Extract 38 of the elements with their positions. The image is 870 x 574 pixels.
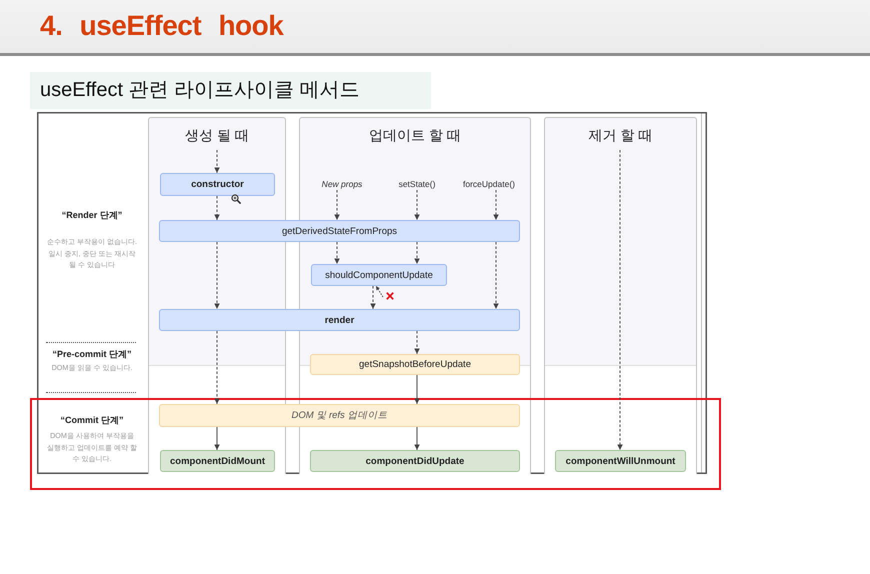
process-box: getDerivedStateFromProps: [159, 220, 520, 242]
event-label: New props: [322, 179, 362, 190]
dashed-arrow: [214, 150, 220, 174]
process-box: constructor: [160, 173, 275, 196]
process-box: render: [159, 309, 520, 331]
dashed-arrow: [376, 286, 384, 298]
process-box: componentWillUnmount: [555, 450, 686, 472]
subtitle-banner: useEffect 관련 라이프사이클 메서드: [30, 72, 431, 109]
event-label: setState(): [398, 179, 436, 190]
arrow: [414, 426, 420, 450]
process-box: shouldComponentUpdate: [311, 264, 447, 286]
column-heading: 제거 할 때: [588, 127, 652, 144]
dashed-arrow: [370, 286, 376, 310]
process-box: DOM 및 refs 업데이트: [159, 404, 520, 427]
dashed-arrow: [617, 150, 623, 450]
dashed-arrow: [493, 190, 499, 220]
process-box: componentDidUpdate: [310, 450, 520, 472]
dashed-arrow: [334, 242, 340, 264]
phase-heading: “Pre-commit 단계”: [52, 348, 132, 360]
arrow: [414, 374, 420, 404]
dashed-arrow: [214, 330, 220, 404]
event-label: forceUpdate(): [463, 179, 515, 190]
dashed-arrow: [214, 196, 220, 220]
dashed-arrow: [334, 190, 340, 220]
process-box: getSnapshotBeforeUpdate: [310, 354, 520, 375]
process-box: componentDidMount: [160, 450, 275, 472]
dashed-arrow: [414, 242, 420, 264]
dashed-arrow: [414, 190, 420, 220]
phase-heading: “Commit 단계”: [60, 414, 124, 426]
arrow: [214, 426, 220, 450]
slide-title: 4. useEffect hook: [40, 10, 284, 42]
dashed-arrow: [214, 242, 220, 310]
column-heading: 생성 될 때: [185, 127, 249, 144]
column-heading: 업데이트 할 때: [369, 127, 461, 144]
dashed-arrow: [493, 242, 499, 310]
column-panel: [544, 117, 697, 474]
dashed-arrow: [414, 330, 420, 354]
phase-heading: “Render 단계”: [62, 209, 122, 221]
